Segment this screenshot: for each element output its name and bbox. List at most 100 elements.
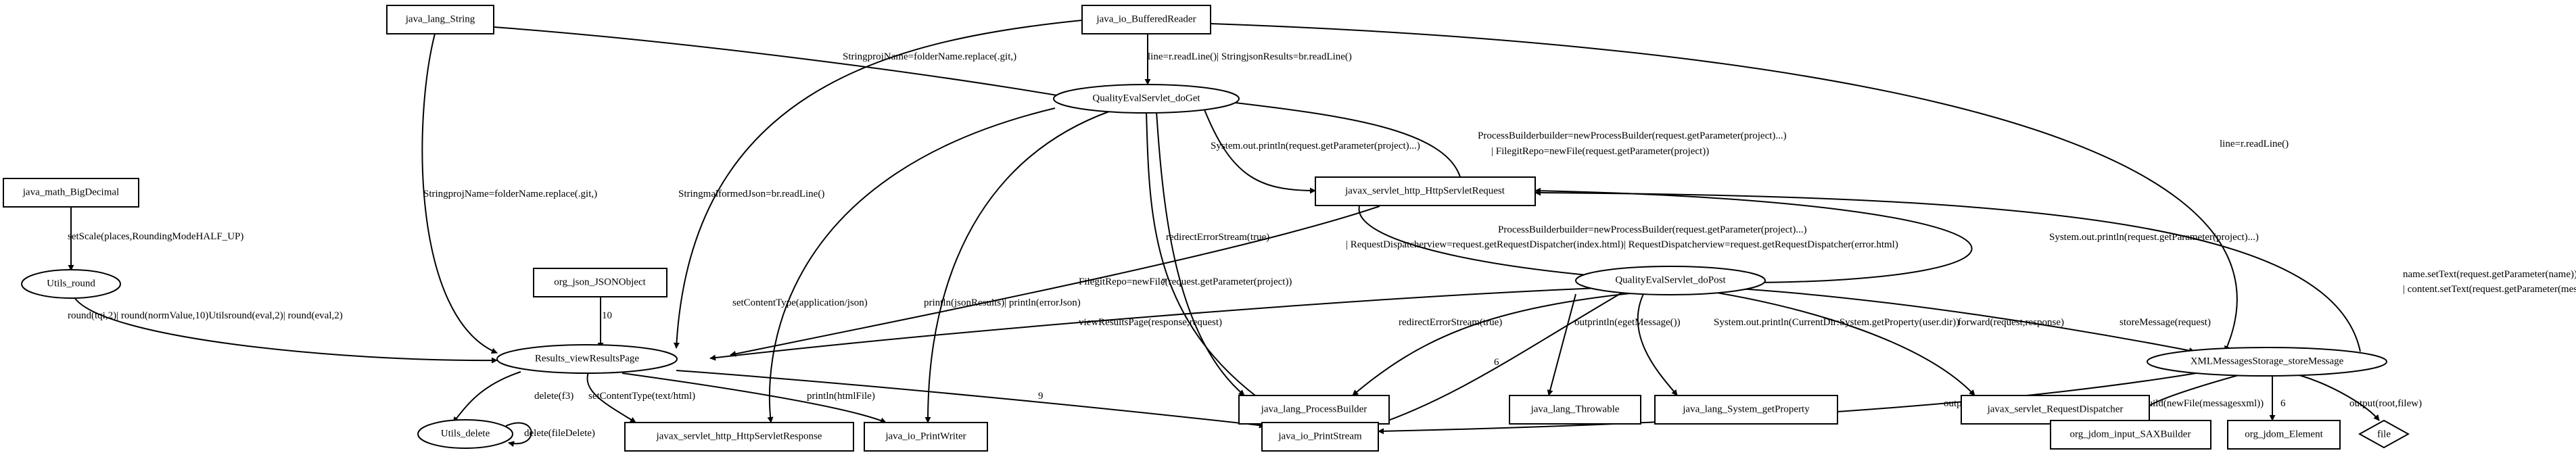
edge-doget-to-response bbox=[767, 107, 1056, 423]
label-xml-to-request-1: name.setText(request.getParameter(name)) bbox=[2403, 269, 2576, 280]
label-dopost-to-sysprop: System.out.println(CurrentDir:System.get… bbox=[1714, 317, 1959, 328]
edge-doget-to-writer bbox=[924, 111, 1110, 423]
edge-dopost-to-xml bbox=[1717, 287, 2195, 354]
edge-results-to-printstream bbox=[676, 370, 1265, 429]
node-label: javax_servlet_http_HttpServletRequest bbox=[1344, 185, 1505, 196]
label-request-to-doget-1: ProcessBuilderbuilder=newProcessBuilder(… bbox=[1478, 130, 1787, 141]
edges bbox=[68, 20, 2380, 448]
node-label: java_lang_Throwable bbox=[1530, 404, 1620, 414]
label-reader-to-xml: line=r.readLine() bbox=[2220, 139, 2289, 149]
edge-dopost-to-dispatcher bbox=[1704, 290, 1975, 396]
label-dopost-to-request: System.out.println(request.getParameter(… bbox=[2049, 232, 2259, 243]
node-qualityevalservlet-doget[interactable]: QualityEvalServlet_doGet bbox=[1053, 84, 1240, 114]
label-dopost-to-results: viewResultsPage(response,request) bbox=[1079, 317, 1222, 328]
edge-request-to-dopost bbox=[1358, 206, 1610, 280]
label-request-to-dopost-1: ProcessBuilderbuilder=newProcessBuilder(… bbox=[1498, 224, 1807, 235]
node-xmlmessagesstorage-storemessage[interactable]: XMLMessagesStorage_storeMessage bbox=[2147, 347, 2387, 377]
label-dopost-to-throwable: outprintln(egetMessage()) bbox=[1574, 317, 1681, 328]
edge-string-to-doget bbox=[493, 26, 1066, 99]
label-string-to-results: StringprojName=folderName.replace(.git,) bbox=[423, 189, 597, 199]
node-utils-round[interactable]: Utils_round bbox=[21, 269, 121, 299]
label-dopost-to-xml: storeMessage(request) bbox=[2120, 317, 2211, 328]
edge-string-to-results bbox=[421, 33, 498, 354]
edge-results-to-delete bbox=[452, 371, 521, 423]
edge-dopost-to-request bbox=[1535, 187, 1973, 284]
edge-dopost-to-sysprop bbox=[1637, 293, 1678, 396]
label-delete-self-loop: delete(fileDelete) bbox=[524, 428, 595, 439]
label-request-to-dopost-2: | RequestDispatcherview=request.getReque… bbox=[1346, 239, 1898, 250]
label-results-to-printstream: 9 bbox=[1038, 391, 1044, 402]
edge-delete-self-loop bbox=[505, 422, 532, 448]
node-label: java_lang_ProcessBuilder bbox=[1261, 404, 1367, 414]
node-label: java_math_BigDecimal bbox=[22, 187, 119, 197]
node-label: javax_servlet_RequestDispatcher bbox=[1987, 404, 2124, 414]
node-javax-servlet-http-httpservletresponse[interactable]: javax_servlet_http_HttpServletResponse bbox=[624, 422, 854, 452]
edge-doget-to-request bbox=[1203, 107, 1316, 194]
edge-results-to-writer bbox=[622, 372, 887, 424]
node-qualityevalservlet-dopost[interactable]: QualityEvalServlet_doPost bbox=[1575, 266, 1766, 295]
label-reader-to-doget: line=r.readLine()| StringjsonResults=br.… bbox=[1148, 51, 1352, 62]
node-java-lang-system-getproperty[interactable]: java_lang_System_getProperty bbox=[1654, 395, 1838, 425]
node-java-lang-string[interactable]: java_lang_String bbox=[386, 5, 494, 34]
node-javax-servlet-requestdispatcher[interactable]: javax_servlet_RequestDispatcher bbox=[1961, 395, 2150, 425]
label-request-to-results: FilegitRepo=newFile(request.getParameter… bbox=[1079, 276, 1292, 287]
node-java-io-printwriter[interactable]: java_io_PrintWriter bbox=[864, 422, 988, 452]
node-label: java_io_BufferedReader bbox=[1096, 14, 1196, 24]
label-xml-to-saxbuilder: build(newFile(messagesxml)) bbox=[2142, 398, 2264, 409]
node-java-io-printstream[interactable]: java_io_PrintStream bbox=[1261, 422, 1379, 452]
node-java-io-bufferedreader[interactable]: java_io_BufferedReader bbox=[1081, 5, 1211, 34]
label-bigdecimal-to-round: setScale(places,RoundingModeHALF_UP) bbox=[68, 231, 243, 242]
node-label: org_jdom_input_SAXBuilder bbox=[2070, 429, 2191, 439]
node-java-lang-processbuilder[interactable]: java_lang_ProcessBuilder bbox=[1238, 395, 1390, 425]
node-results-viewresultspage[interactable]: Results_viewResultsPage bbox=[496, 344, 678, 374]
node-label: Utils_round bbox=[47, 278, 95, 289]
node-org-jdom-element[interactable]: org_jdom_Element bbox=[2227, 420, 2341, 450]
edge-dopost-to-results bbox=[709, 287, 1617, 361]
edge-request-to-doget bbox=[1223, 99, 1461, 180]
label-results-to-writer: println(htmlFile) bbox=[807, 391, 875, 402]
node-label: org_jdom_Element bbox=[2245, 429, 2323, 439]
edge-dopost-to-throwable bbox=[1547, 293, 1576, 396]
edge-doget-to-printstream bbox=[1146, 111, 1299, 425]
label-results-to-delete: delete(f3) bbox=[534, 391, 573, 402]
label-round-to-results: round(tqi,2)| round(normValue,10)Utilsro… bbox=[68, 310, 343, 321]
label-dopost-to-dispatcher: forward(request,response) bbox=[1958, 317, 2064, 328]
node-javax-servlet-http-httpservletrequest[interactable]: javax_servlet_http_HttpServletRequest bbox=[1315, 176, 1536, 206]
edge-reader-to-xml bbox=[1210, 23, 2238, 352]
label-doget-to-processbuilder: redirectErrorStream(true) bbox=[1166, 232, 1269, 243]
label-doget-to-request: System.out.println(request.getParameter(… bbox=[1211, 141, 1420, 151]
label-xml-to-element: 6 bbox=[2280, 398, 2286, 409]
node-org-jdom-input-saxbuilder[interactable]: org_jdom_input_SAXBuilder bbox=[2050, 420, 2211, 450]
edge-results-to-response bbox=[586, 372, 636, 423]
node-label: QualityEvalServlet_doGet bbox=[1092, 93, 1200, 103]
node-label: java_lang_System_getProperty bbox=[1682, 404, 1810, 414]
node-java-math-bigdecimal[interactable]: java_math_BigDecimal bbox=[3, 178, 139, 208]
edge-xml-to-file bbox=[2299, 375, 2380, 421]
node-label: java_lang_String bbox=[405, 14, 475, 24]
node-label: java_io_PrintStream bbox=[1278, 431, 1362, 441]
nodes: java_lang_String java_io_BufferedReader … bbox=[3, 5, 2410, 452]
label-doget-to-response: setContentType(application/json) bbox=[732, 297, 868, 308]
label-dopost-to-printstream: 6 bbox=[1494, 357, 1499, 368]
label-xml-to-file: output(root,filew) bbox=[2349, 398, 2422, 409]
edge-dopost-to-processbuilder bbox=[1352, 291, 1644, 396]
label-reader-to-results: StringmalformedJson=br.readLine() bbox=[678, 189, 824, 199]
node-label: java_io_PrintWriter bbox=[885, 431, 966, 441]
node-utils-delete[interactable]: Utils_delete bbox=[417, 419, 513, 449]
node-org-json-jsonobject[interactable]: org_json_JSONObject bbox=[533, 268, 668, 297]
label-results-to-response: setContentType(text/html) bbox=[588, 391, 695, 402]
edge-xml-to-request bbox=[1535, 189, 2361, 352]
edge-reader-to-results bbox=[673, 20, 1083, 349]
node-file[interactable]: file bbox=[2358, 419, 2410, 449]
node-label: Utils_delete bbox=[441, 428, 490, 439]
node-label: org_json_JSONObject bbox=[554, 276, 646, 287]
edge-request-to-results bbox=[730, 206, 1380, 357]
node-label: javax_servlet_http_HttpServletResponse bbox=[656, 431, 822, 441]
node-label: file bbox=[2377, 429, 2391, 439]
edge-doget-to-processbuilder bbox=[1156, 111, 1245, 396]
label-dopost-to-processbuilder: redirectErrorStream(true) bbox=[1399, 317, 1502, 328]
label-request-to-doget-2: | FilegitRepo=newFile(request.getParamet… bbox=[1491, 146, 1709, 157]
node-java-lang-throwable[interactable]: java_lang_Throwable bbox=[1509, 395, 1641, 425]
label-xml-to-request-2: | content.setText(request.getParameter(m… bbox=[2403, 284, 2576, 295]
